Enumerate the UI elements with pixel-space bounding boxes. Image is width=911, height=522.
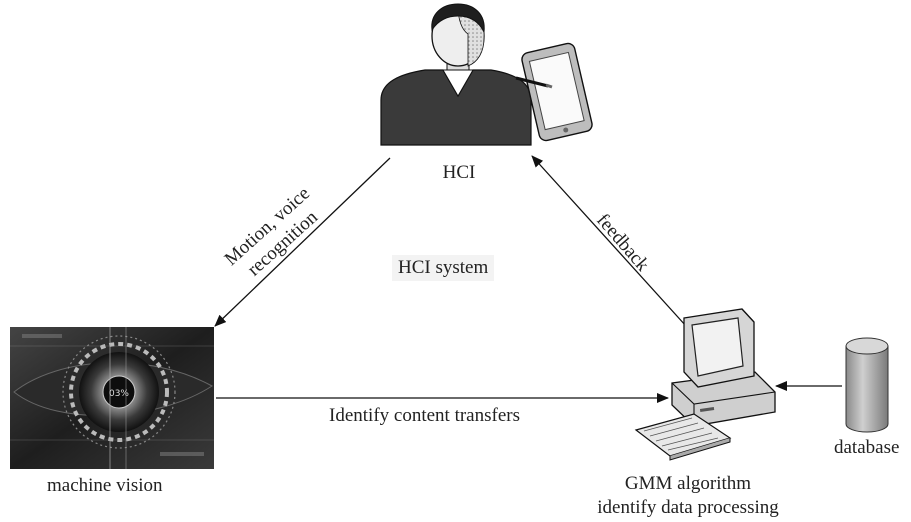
machine-vision-eye-image: 03% [10, 327, 214, 469]
gmm-algorithm-label: GMM algorithm identify data processing [588, 472, 788, 520]
arrow-feedback [531, 155, 687, 327]
hci-label: HCI [442, 162, 476, 183]
eye-readout-text: 03% [109, 389, 129, 399]
identify-content-transfers-label: Identify content transfers [329, 405, 520, 426]
hci-system-label: HCI system [392, 255, 495, 281]
gmm-label-line1: GMM algorithm [624, 473, 752, 494]
arrow-motion-recognition [214, 157, 391, 327]
tablet-icon [515, 42, 593, 142]
database-icon [845, 337, 889, 433]
machine-vision-label: machine vision [47, 475, 163, 496]
database-label: database [834, 437, 900, 458]
gmm-label-line2: identify data processing [597, 497, 779, 518]
computer-icon [634, 308, 776, 461]
person-icon [380, 3, 532, 146]
